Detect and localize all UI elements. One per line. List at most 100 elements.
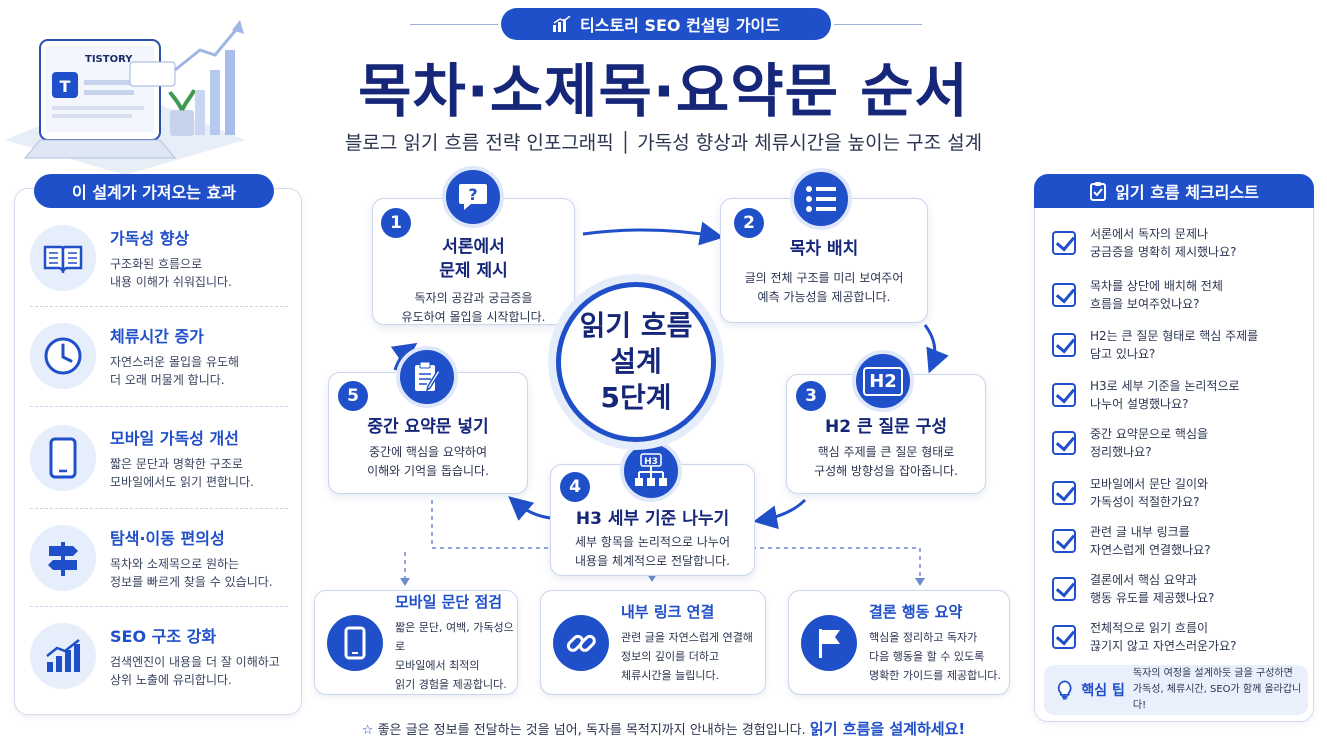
badge-divider-right [834, 24, 922, 25]
footer-text: 좋은 글은 정보를 전달하는 것을 넘어, 독자를 목적지까지 안내하는 경험입… [377, 723, 806, 738]
extra-title: 결론 행동 요약 [869, 602, 963, 621]
book-icon [30, 225, 96, 291]
checklist-text-2: 담고 있나요? [1090, 347, 1156, 361]
page-subtitle: 블로그 읽기 흐름 전략 인포그래픽 │ 가독성 향상과 체류시간을 높이는 구… [344, 132, 983, 154]
divider [30, 306, 288, 307]
divider [30, 508, 288, 509]
chart-icon [30, 623, 96, 689]
checklist-text-2: 끊기지 않고 자연스러운가요? [1090, 639, 1237, 653]
checkbox-checked[interactable] [1052, 333, 1076, 357]
list-icon [790, 168, 852, 230]
bar-chart-icon [553, 16, 571, 32]
h3-hierarchy-icon: H3 [620, 440, 682, 502]
step-1-number: 1 [381, 208, 411, 238]
effect-desc-1: 자연스러운 몰입을 유도해 [110, 355, 240, 369]
extra-desc-2: 모바일에서 최적의 [395, 659, 480, 672]
step-desc-2: 내용을 체계적으로 전달합니다. [575, 554, 730, 568]
checklist-text-1: 전체적으로 읽기 흐름이 [1090, 621, 1209, 635]
effects-heading: 이 설계가 가져오는 효과 [34, 174, 274, 208]
checklist-text-2: 행동 유도를 제공했나요? [1090, 591, 1215, 605]
step-3-number: 3 [796, 381, 826, 411]
checklist-text-1: 결론에서 핵심 요약과 [1090, 573, 1197, 587]
checklist-text-1: H3로 세부 기준을 논리적으로 [1090, 379, 1240, 393]
effects-heading-text: 이 설계가 가져오는 효과 [72, 183, 236, 202]
checkbox-checked[interactable] [1052, 529, 1076, 553]
checklist-text-1: 모바일에서 문단 길이와 [1090, 477, 1209, 491]
flag-icon [801, 614, 857, 671]
step-desc-1: 독자의 공감과 궁금증을 [414, 291, 533, 305]
checkbox-checked[interactable] [1052, 625, 1076, 649]
extra-desc-1: 핵심을 정리하고 독자가 [869, 630, 978, 644]
mobile-icon [30, 425, 96, 491]
step-desc-1: 중간에 핵심을 요약하여 [368, 445, 488, 459]
tip-text-1: 독자의 여정을 설계하듯 글을 구성하면 [1132, 668, 1293, 679]
step-desc-1: 핵심 주제를 큰 질문 형태로 [817, 445, 955, 459]
extra-desc-1: 관련 글을 자연스럽게 연결해 [621, 630, 753, 644]
step-title-2: 문제 제시 [439, 261, 508, 281]
step-desc-1: 글의 전체 구조를 미리 보여주어 [744, 271, 904, 285]
effect-desc-1: 짧은 문단과 명확한 구조로 [110, 457, 243, 471]
signpost-icon [30, 525, 96, 591]
center-line-2: 설계 [610, 345, 662, 378]
checklist-heading: 읽기 흐름 체크리스트 [1034, 174, 1314, 208]
star-icon: ☆ [361, 723, 374, 738]
step-desc-2: 유도하여 몰입을 시작합니다. [401, 310, 546, 324]
checklist-text-1: 목차를 상단에 배치해 전체 [1090, 279, 1223, 293]
step-desc-2: 이해와 기억을 돕습니다. [367, 464, 489, 478]
step-desc-2: 예측 가능성을 제공합니다. [757, 290, 891, 304]
effect-title: 가독성 향상 [110, 229, 190, 248]
effect-desc-1: 구조화된 흐름으로 [110, 257, 203, 271]
extra-desc-3: 읽기 경험을 제공합니다. [395, 678, 507, 691]
effect-desc-1: 검색엔진이 내용을 더 잘 이해하고 [110, 655, 280, 669]
checklist-text-1: 관련 글 내부 링크를 [1090, 525, 1190, 539]
checkbox-checked[interactable] [1052, 231, 1076, 255]
badge-divider-left [410, 24, 498, 25]
effect-desc-2: 정보를 빠르게 찾을 수 있습니다. [110, 575, 273, 589]
step-desc-1: 세부 항목을 논리적으로 나누어 [575, 535, 730, 549]
clipboard-check-icon [1090, 182, 1107, 201]
checkbox-checked[interactable] [1052, 577, 1076, 601]
h2-label: H2 [863, 366, 903, 396]
effect-title: 탐색·이동 편의성 [110, 529, 225, 548]
lightbulb-icon [1057, 680, 1072, 700]
checklist-text-2: 자연스럽게 연결했나요? [1090, 543, 1211, 557]
h2-heading-icon: H2 [852, 350, 914, 412]
tistory-illustration: T TISTORY [5, 20, 245, 175]
checklist-text-2: 궁금증을 명확히 제시했나요? [1090, 245, 1237, 259]
checklist-text-2: 흐름을 보여주었나요? [1090, 297, 1200, 311]
checklist-text-2: 가독성이 적절한가요? [1090, 495, 1200, 509]
link-icon [553, 614, 609, 671]
effect-title: 모바일 가독성 개선 [110, 429, 239, 448]
effect-desc-2: 내용 이해가 쉬워집니다. [110, 275, 232, 289]
extra-desc-3: 체류시간을 늘립니다. [621, 668, 720, 682]
divider [30, 406, 288, 407]
extra-desc-2: 다음 행동을 할 수 있도록 [869, 649, 985, 663]
clock-icon [30, 323, 96, 389]
badge-text: 티스토리 SEO 컨설팅 가이드 [580, 16, 780, 35]
checkbox-checked[interactable] [1052, 431, 1076, 455]
checkbox-checked[interactable] [1052, 481, 1076, 505]
step-5-number: 5 [338, 381, 368, 411]
checklist-heading-text: 읽기 흐름 체크리스트 [1115, 183, 1259, 202]
checkbox-checked[interactable] [1052, 383, 1076, 407]
header-badge: 티스토리 SEO 컨설팅 가이드 [501, 8, 831, 40]
center-line-1: 읽기 흐름 [579, 309, 693, 342]
checkbox-checked[interactable] [1052, 283, 1076, 307]
effect-desc-2: 상위 노출에 유리합니다. [110, 673, 232, 687]
step-4-number: 4 [560, 472, 590, 502]
logo-text: TISTORY [85, 54, 133, 65]
